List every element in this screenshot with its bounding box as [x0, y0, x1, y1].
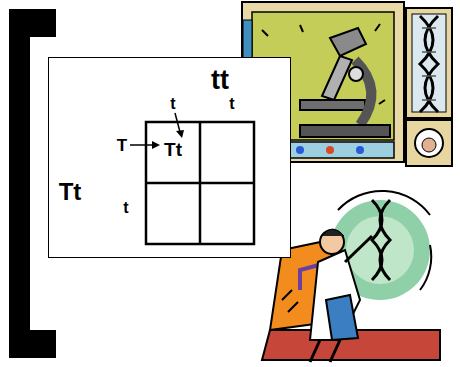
allele-label: t	[229, 96, 234, 112]
allele-label: t	[170, 96, 175, 112]
dna-clipart	[406, 8, 452, 118]
genotype-text: Tt	[164, 140, 182, 159]
punnett-grid	[146, 122, 254, 244]
diagram-panel	[49, 58, 291, 258]
allele-label: T	[117, 137, 127, 154]
allele-label: Tt	[59, 180, 82, 204]
allele-label: t	[123, 200, 128, 216]
punnett-cell: Tt	[147, 123, 199, 175]
allele-label: tt	[211, 67, 229, 94]
petri-clipart	[406, 120, 452, 166]
